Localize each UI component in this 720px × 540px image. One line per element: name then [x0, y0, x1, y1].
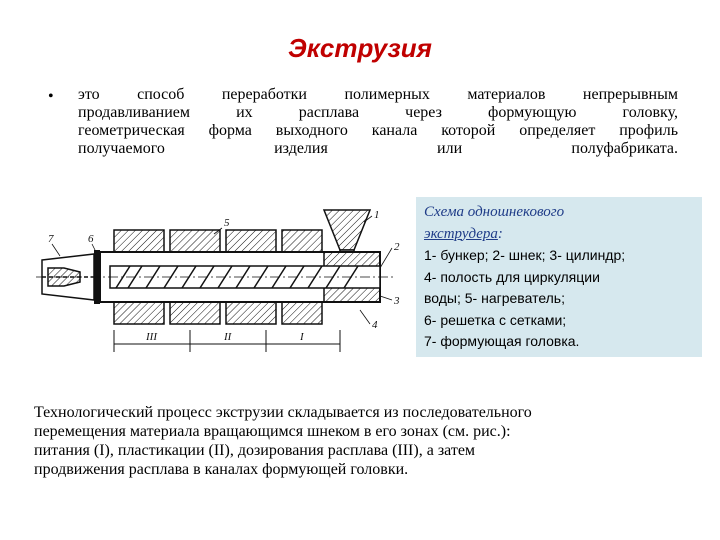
callout-2: 2 — [394, 241, 400, 253]
paragraph-line: Технологический процесс экструзии склады… — [34, 404, 532, 421]
slide-title: Экструзия — [288, 33, 432, 63]
diagram-legend: Схема одношнекового экструдера: 1- бунке… — [416, 197, 702, 357]
extruder-diagram: III II I 7 6 5 1 2 3 4 — [36, 209, 400, 352]
legend-item: воды; 5- нагреватель; — [424, 290, 565, 306]
definition-line: продавливанием их расплава через формующ… — [78, 104, 678, 121]
callout-3: 3 — [393, 295, 400, 307]
heaters-bottom — [113, 301, 323, 325]
legend-title-colon: : — [497, 225, 503, 242]
definition-line: получаемого изделия или полуфабриката. — [78, 140, 678, 157]
zone-label-iii: III — [145, 331, 158, 343]
legend-title-line2: экструдера — [424, 225, 498, 242]
zone-dimensions — [113, 330, 341, 352]
zone-label-ii: II — [223, 331, 233, 343]
legend-item: 4- полость для циркуляции — [424, 268, 600, 285]
legend-title: Схема одношнекового экструдера: — [424, 202, 694, 245]
callout-6: 6 — [88, 233, 94, 245]
callout-5: 5 — [224, 217, 230, 229]
bullet-marker: • — [48, 88, 54, 105]
callout-1: 1 — [374, 209, 380, 221]
paragraph-line: продвижения расплава в каналах формующей… — [34, 461, 409, 478]
callout-7: 7 — [48, 233, 54, 245]
hopper — [322, 209, 372, 259]
paragraph-line: перемещения материала вращающимся шнеком… — [34, 423, 511, 440]
process-paragraph: Технологический процесс экструзии склады… — [34, 403, 674, 479]
definition-line: геометрическая форма выходного канала ко… — [78, 122, 678, 139]
definition-line: это способ переработки полимерных матери… — [78, 86, 678, 103]
heaters-top — [113, 229, 323, 253]
callout-4: 4 — [372, 319, 378, 331]
legend-item: 6- решетка с сетками; — [424, 311, 567, 328]
definition-text: это способ переработки полимерных матери… — [78, 86, 678, 158]
legend-item: 1- бункер; 2- шнек; 3- цилиндр; — [424, 247, 626, 263]
paragraph-line: питания (I), пластикации (II), дозирован… — [34, 442, 476, 459]
legend-title-line1: Схема одношнекового — [424, 204, 565, 220]
legend-item: 7- формующая головка. — [424, 333, 580, 349]
zone-label-i: I — [299, 331, 305, 343]
